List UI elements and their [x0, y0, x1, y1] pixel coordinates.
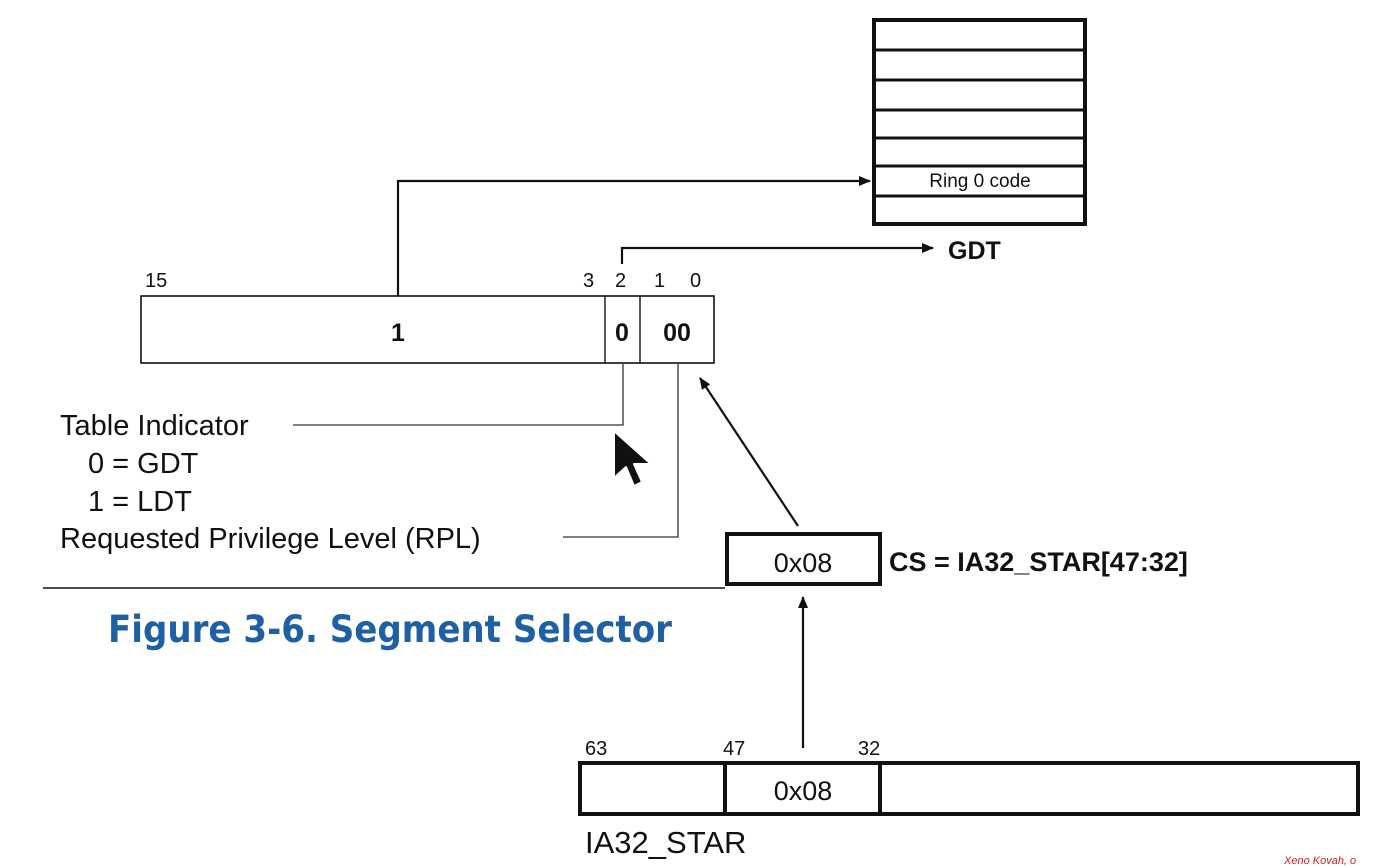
gdt-ring0-entry-label: Ring 0 code [929, 171, 1030, 192]
index-to-gdt-arrow [396, 176, 871, 296]
figure-caption: Figure 3-6. Segment Selector [108, 608, 673, 651]
msr-field-value: 0x08 [774, 776, 833, 806]
mouse-cursor-icon [613, 430, 652, 487]
legend-ti-ldt: 1 = LDT [88, 486, 192, 518]
bit-label-2: 2 [615, 270, 626, 292]
msr-box [578, 761, 1360, 816]
selector-rpl-value: 00 [663, 319, 691, 347]
legend-ti-gdt: 0 = GDT [88, 448, 199, 480]
author-watermark: Xeno Kovah, o [1283, 855, 1356, 867]
gdt-table-border [872, 18, 1087, 226]
cs-to-rpl-arrow [699, 377, 799, 527]
bit-label-1: 1 [654, 270, 665, 292]
selector-box [140, 295, 715, 364]
msr-bit-label-32: 32 [858, 738, 880, 760]
cs-value: 0x08 [774, 548, 833, 578]
msr-name-label: IA32_STAR [585, 825, 746, 860]
selector-index-value: 1 [391, 319, 405, 347]
cs-value-box [725, 532, 882, 586]
segment-selector-register: 15 3 2 1 0 1 0 00 [140, 270, 715, 364]
legend-table-indicator: Table Indicator [60, 410, 249, 442]
ti-leader-line [293, 364, 624, 426]
ia32-star-register: 63 47 32 0x08 [578, 738, 1360, 816]
gdt-table: Ring 0 code [872, 18, 1087, 226]
msr-bit-label-47: 47 [723, 738, 745, 760]
bit-label-15: 15 [145, 270, 167, 292]
gdt-label: GDT [948, 237, 1001, 265]
bit-label-3: 3 [583, 270, 594, 292]
msr-bit-label-63: 63 [585, 738, 607, 760]
ti-to-gdt-arrow [620, 243, 934, 264]
rpl-leader-line [563, 364, 679, 538]
selector-ti-value: 0 [615, 319, 629, 347]
cs-equals-label: CS = IA32_STAR[47:32] [889, 547, 1188, 577]
legend-rpl: Requested Privilege Level (RPL) [60, 523, 481, 555]
bit-label-0: 0 [690, 270, 701, 292]
